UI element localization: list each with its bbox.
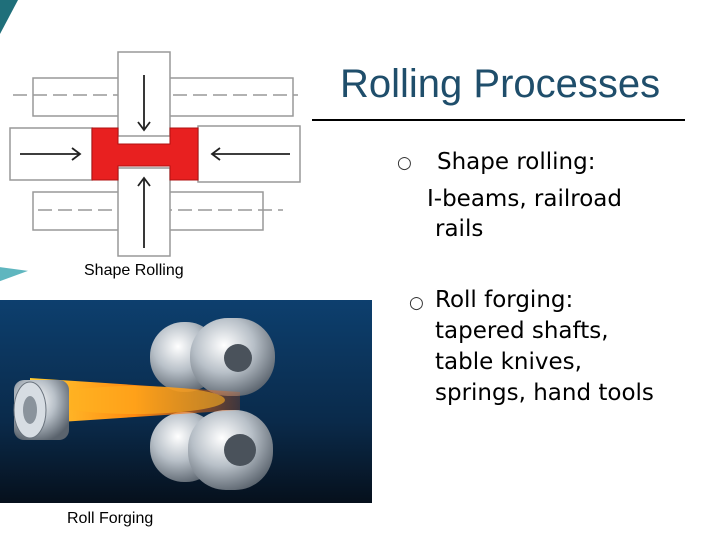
bullet-marker: ○	[409, 293, 424, 313]
title-divider	[312, 119, 685, 121]
bullet-line: I-beams, railroad	[427, 186, 622, 212]
bullet-marker: ○	[397, 153, 412, 173]
slide-title: Rolling Processes	[340, 62, 661, 106]
bullet-line: rails	[435, 216, 484, 242]
shape-rolling-caption: Shape Rolling	[84, 262, 184, 279]
bullet-line: Shape rolling:	[437, 149, 596, 175]
roll-forging-photo	[0, 300, 372, 503]
bullet-line: table knives,	[435, 349, 582, 375]
bullet-line: springs, hand tools	[435, 380, 654, 406]
roll-forging-caption: Roll Forging	[67, 510, 154, 527]
bullet-line: Roll forging:	[435, 287, 574, 313]
corner-decoration-middle	[0, 256, 28, 282]
shape-rolling-diagram	[9, 51, 301, 257]
corner-decoration-top	[0, 0, 18, 34]
bullet-line: tapered shafts,	[435, 318, 609, 344]
